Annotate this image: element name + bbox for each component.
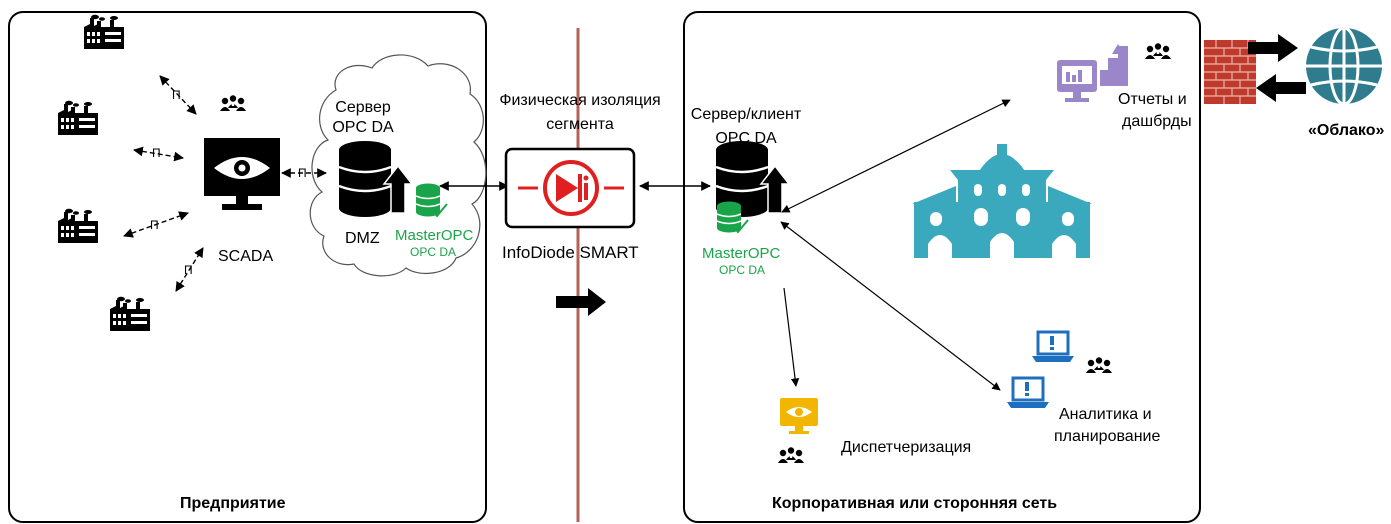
enterprise-server-label-line2: OPC DA xyxy=(332,119,394,136)
inbound-arrow-icon xyxy=(1256,74,1306,102)
link-glyph: П xyxy=(152,146,161,160)
analytics-laptop-icon xyxy=(1007,376,1049,408)
scada-label: SCADA xyxy=(218,248,274,265)
corporate-server-label-line1: Сервер/клиент xyxy=(690,106,802,123)
opc-server-database-icon xyxy=(338,141,414,217)
factory-icon xyxy=(58,208,98,243)
dispatch-monitor-icon xyxy=(780,398,818,434)
infodiode-label: InfoDiode SMART xyxy=(502,243,639,262)
dispatch-label: Диспетчеризация xyxy=(841,439,972,456)
reports-dashboard-icon xyxy=(1057,44,1128,102)
dmz-label: DMZ xyxy=(345,230,380,247)
corporate-masteropc-label: MasterOPC xyxy=(702,245,781,262)
factory-icon xyxy=(110,296,150,331)
enterprise-server-label-line1: Сервер xyxy=(335,99,391,116)
link-glyph: П xyxy=(298,166,307,180)
corporate-server-label-line2: OPC DA xyxy=(715,130,777,147)
data-flow-arrow-icon xyxy=(556,288,606,316)
link-glyph: П xyxy=(150,218,159,232)
corporate-zone-title: Корпоративная или сторонняя сеть xyxy=(772,495,1058,512)
operators-icon xyxy=(220,95,246,111)
analytics-label-line2: планирование xyxy=(1054,428,1161,445)
cloud-label: «Облако» xyxy=(1308,122,1385,139)
corporate-building-icon xyxy=(912,144,1092,258)
corporate-zone-frame xyxy=(683,11,1201,523)
factory-icon xyxy=(58,100,98,135)
corporate-masteropc-database-icon xyxy=(716,201,749,234)
factory-icon xyxy=(84,14,124,50)
outbound-arrow-icon xyxy=(1248,34,1298,62)
corporate-masteropc-opcda-label: OPC DA xyxy=(719,263,766,277)
masteropc-opcda-label: OPC DA xyxy=(410,245,457,259)
firewall-icon xyxy=(1204,40,1256,104)
scada-monitor-icon xyxy=(204,138,280,210)
link-glyph: П xyxy=(172,88,181,102)
analytics-label-line1: Аналитика и xyxy=(1059,406,1152,423)
cloud-globe-icon xyxy=(1306,26,1382,106)
isolation-label-line2: сегмента xyxy=(546,116,614,133)
masteropc-database-icon xyxy=(415,183,448,218)
analysts-icon xyxy=(1086,357,1112,373)
masteropc-label: MasterOPC xyxy=(395,227,474,244)
enterprise-zone-title: Предприятие xyxy=(180,495,286,512)
enterprise-zone-frame xyxy=(8,11,487,523)
infodiode-device-icon xyxy=(504,147,636,229)
link-glyph: П xyxy=(184,263,193,277)
reports-users-icon xyxy=(1145,43,1171,59)
reports-label-line1: Отчеты и xyxy=(1118,91,1187,108)
isolation-label-line1: Физическая изоляция xyxy=(499,92,661,109)
reports-label-line2: дашбрды xyxy=(1122,113,1192,130)
dispatch-operators-icon xyxy=(778,447,804,463)
analytics-laptop-icon xyxy=(1032,330,1074,362)
